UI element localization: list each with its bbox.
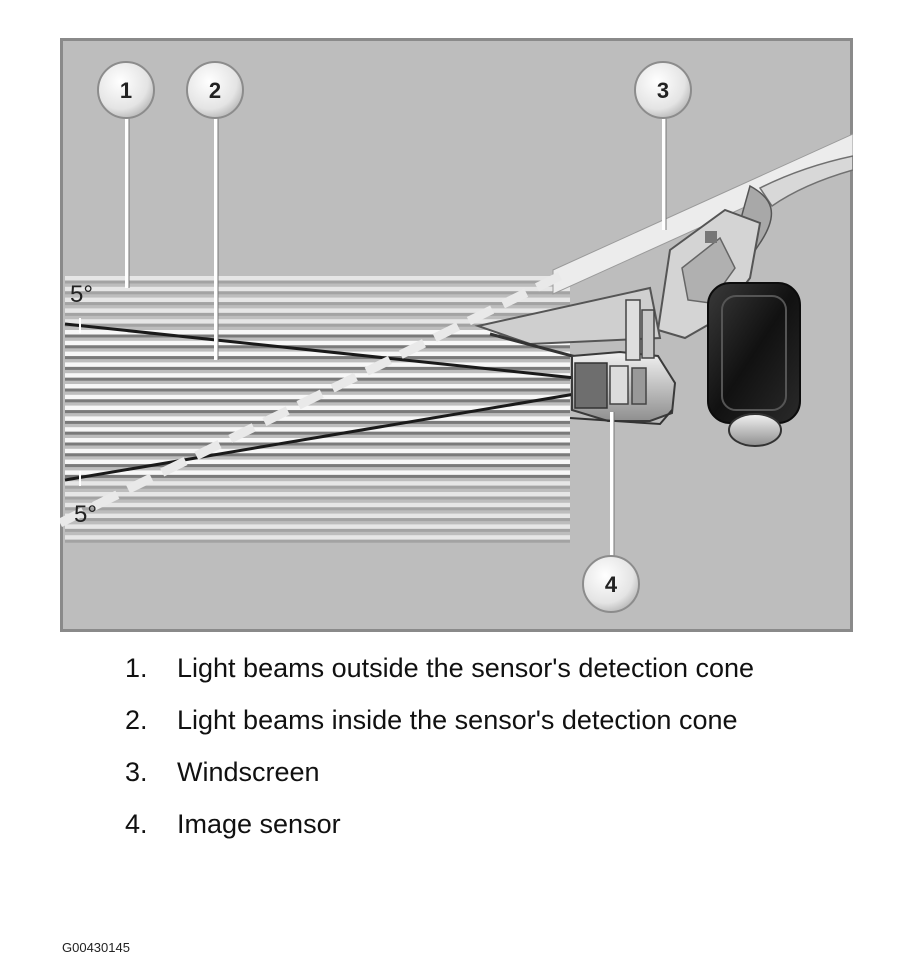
legend-number: 2.: [125, 705, 148, 735]
legend-text: Light beams inside the sensor's detectio…: [177, 705, 738, 735]
callout-4: 4: [582, 555, 640, 613]
angle-label-bottom: 5°: [74, 501, 97, 528]
cone-upper-boundary: [64, 322, 576, 380]
windscreen: [552, 133, 853, 295]
beam-shadow: [65, 431, 570, 435]
beam-inside-cone: [65, 459, 570, 465]
beam-shadow: [65, 496, 570, 500]
beam-outside-cone: [65, 502, 570, 508]
sensor-diagram: 1 2 3 4 5° 5°: [60, 38, 853, 632]
beam-outside-cone: [65, 513, 570, 519]
beam-outside-cone: [65, 319, 570, 324]
legend-text: Windscreen: [177, 757, 320, 787]
beam-outside-cone: [65, 524, 570, 529]
legend-list: 1. Light beams outside the sensor's dete…: [125, 652, 805, 860]
callout-1-label: 1: [120, 78, 132, 103]
beam-shadow: [65, 334, 570, 338]
beam-outside-cone: [65, 308, 570, 313]
windscreen-extension: [60, 271, 562, 528]
beam-inside-cone: [65, 362, 570, 367]
beam-outside-cone: [65, 492, 570, 497]
callout-3-label: 3: [657, 78, 669, 103]
beam-inside-cone: [65, 405, 570, 411]
beam-shadow: [65, 377, 570, 381]
beam-shadow: [65, 323, 570, 327]
image-sensor: [569, 299, 677, 426]
cone-lower-boundary: [64, 392, 576, 482]
beam-shadow: [65, 474, 570, 478]
callout-3: 3: [634, 61, 692, 119]
legend-item-3: 3. Windscreen: [125, 756, 805, 789]
beam-outside-cone: [65, 276, 570, 281]
beam-shadow: [65, 388, 570, 392]
beam-outside-cone: [65, 535, 570, 540]
beam-shadow: [65, 539, 570, 543]
callout-2: 2: [186, 61, 244, 119]
beam-shadow: [65, 410, 570, 414]
callout-4-label: 4: [605, 572, 618, 597]
beam-shadow: [65, 442, 570, 446]
beam-shadow: [65, 453, 570, 457]
beam-shadow: [65, 420, 570, 424]
rear-view-mirror: [707, 282, 801, 447]
beam-shadow: [65, 485, 570, 489]
beam-outside-cone: [65, 286, 570, 292]
callout-2-label: 2: [209, 78, 221, 103]
beam-inside-cone: [65, 373, 570, 378]
beam-inside-cone: [65, 470, 570, 475]
beam-inside-cone: [65, 427, 570, 432]
beam-shadow: [65, 356, 570, 360]
beam-shadow: [65, 464, 570, 468]
beam-inside-cone: [65, 438, 570, 443]
figure-code: G00430145: [62, 940, 130, 955]
legend-number: 4.: [125, 809, 148, 839]
legend-text: Image sensor: [177, 809, 341, 839]
beam-shadow: [65, 366, 570, 370]
legend-number: 1.: [125, 653, 148, 683]
angle-label-top: 5°: [70, 281, 93, 308]
callout-1: 1: [97, 61, 155, 119]
beam-inside-cone: [65, 384, 570, 389]
beam-shadow: [65, 291, 570, 295]
beam-shadow: [65, 345, 570, 349]
beam-outside-cone: [65, 297, 570, 303]
beam-shadow: [65, 302, 570, 306]
beam-shadow: [65, 507, 570, 511]
legend-item-2: 2. Light beams inside the sensor's detec…: [125, 704, 805, 737]
legend-item-1: 1. Light beams outside the sensor's dete…: [125, 652, 805, 685]
beam-inside-cone: [65, 330, 570, 335]
beam-inside-cone: [65, 340, 570, 346]
beam-inside-cone: [65, 351, 570, 357]
legend-number: 3.: [125, 757, 148, 787]
beam-shadow: [65, 518, 570, 522]
beam-outside-cone: [65, 481, 570, 486]
beam-inside-cone: [65, 448, 570, 454]
light-beam-stripes: [65, 276, 570, 543]
beam-shadow: [65, 312, 570, 316]
beam-shadow: [65, 528, 570, 532]
legend-item-4: 4. Image sensor: [125, 808, 805, 841]
legend-text: Light beams outside the sensor's detecti…: [177, 653, 755, 683]
beam-inside-cone: [65, 416, 570, 421]
beam-shadow: [65, 280, 570, 284]
